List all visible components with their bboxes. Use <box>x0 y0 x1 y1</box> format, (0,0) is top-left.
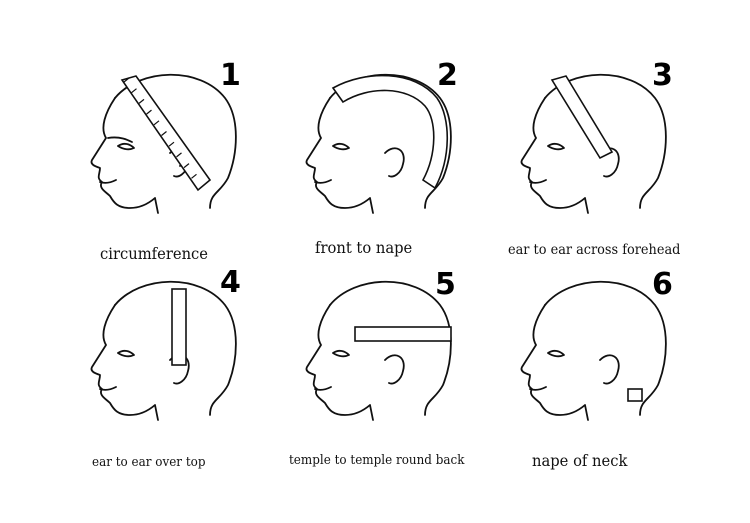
step-caption: ear to ear over top <box>92 455 206 470</box>
step-number: 6 <box>652 267 673 302</box>
panel-6: 6 nape of neck <box>500 265 720 505</box>
tape-tick <box>146 109 152 115</box>
panel-1: 1 circumference <box>70 58 290 298</box>
tape-tick <box>138 98 145 104</box>
tape-tick <box>123 77 130 83</box>
tape-tick <box>131 88 137 94</box>
head-illustration <box>520 73 667 214</box>
tape-tick <box>161 131 167 136</box>
tape-tick <box>168 141 175 147</box>
panel-2: 2 front to nape <box>285 58 505 298</box>
head-illustration <box>305 73 452 214</box>
measuring-tape <box>171 288 187 366</box>
step-number: 2 <box>437 58 458 93</box>
tape-tick <box>153 120 160 126</box>
step-caption: ear to ear across forehead <box>508 242 681 258</box>
step-number: 4 <box>220 265 241 300</box>
tape-tick <box>191 173 197 179</box>
measuring-tape <box>627 388 643 402</box>
step-caption: nape of neck <box>532 451 628 470</box>
step-caption: circumference <box>100 244 209 263</box>
measuring-tape <box>550 75 614 160</box>
head-profile <box>90 280 237 421</box>
step-number: 3 <box>652 58 673 93</box>
step-caption: front to nape <box>315 238 413 257</box>
measuring-tape <box>354 326 452 342</box>
head-illustration <box>90 73 237 214</box>
head-profile <box>520 280 667 421</box>
panel-3: 3 ear to ear across forehead <box>500 58 720 298</box>
head-profile <box>90 73 237 214</box>
head-profile <box>305 280 452 421</box>
step-caption: temple to temple round back <box>289 453 465 468</box>
measuring-tape <box>331 74 449 190</box>
head-illustration <box>305 280 452 421</box>
head-illustration <box>90 280 237 421</box>
head-illustration <box>520 280 667 421</box>
step-number: 5 <box>435 267 456 302</box>
measuring-tape <box>120 75 212 192</box>
panel-5: 5 temple to temple round back <box>285 265 505 505</box>
tape-tick <box>183 163 190 169</box>
tape-tick <box>176 152 182 158</box>
step-number: 1 <box>220 58 241 93</box>
panel-4: 4 ear to ear over top <box>70 265 290 505</box>
head-profile <box>520 73 667 214</box>
